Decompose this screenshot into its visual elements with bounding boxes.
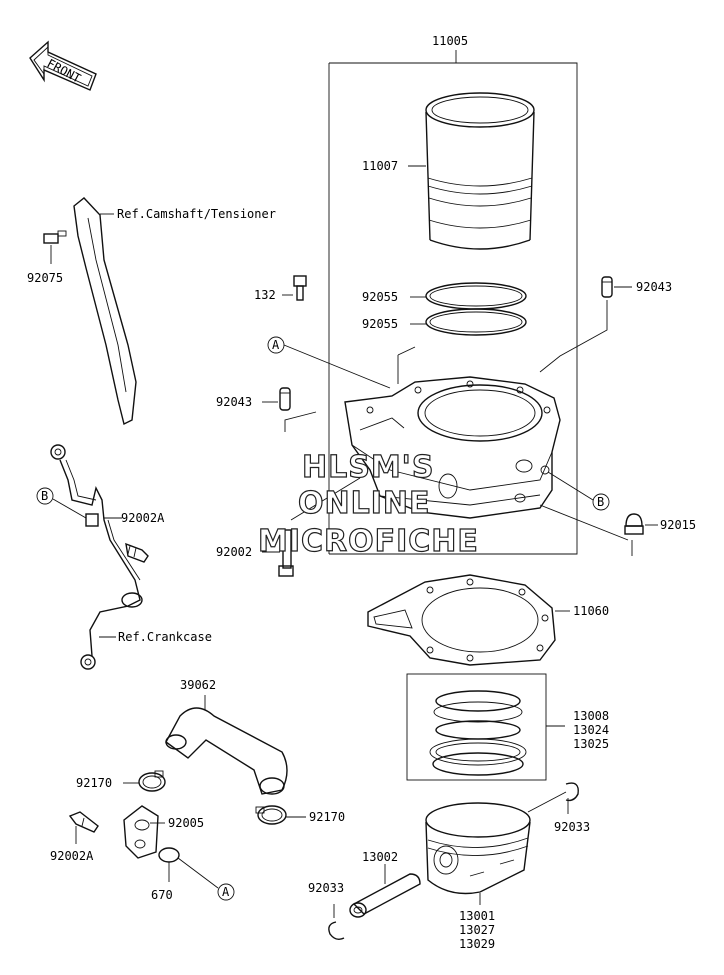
o-ring-92055-lower	[425, 308, 527, 336]
cylinder-block	[344, 346, 561, 519]
bolt-92002a-lower	[68, 811, 99, 833]
label-ref-crankcase[interactable]: Ref.Crankcase	[118, 630, 212, 644]
label-132[interactable]: 132	[254, 288, 276, 302]
label-92002[interactable]: 92002	[216, 545, 252, 559]
hose-clamp-92170-right	[255, 805, 287, 825]
callout-a-upper-text: A	[272, 338, 280, 352]
label-92015[interactable]: 92015	[660, 518, 696, 532]
circlip-92033-left	[328, 921, 345, 941]
callout-b-right-text: B	[597, 495, 604, 509]
cap-nut-92015	[624, 513, 644, 535]
label-92033-right[interactable]: 92033	[554, 820, 590, 834]
label-13027[interactable]: 13027	[459, 923, 495, 937]
label-92043-right[interactable]: 92043	[636, 280, 672, 294]
oil-hose-39062	[165, 707, 288, 795]
label-92055-upper[interactable]: 92055	[362, 290, 398, 304]
bolt-132	[293, 275, 307, 301]
clip-92075	[43, 230, 67, 244]
hose-fitting-92005	[123, 805, 159, 859]
front-arrow-icon	[29, 40, 97, 91]
label-92043-left[interactable]: 92043	[216, 395, 252, 409]
callout-a-lower-text: A	[222, 885, 230, 899]
banjo-bolt-92002a-upper	[125, 542, 149, 563]
callout-a-lower	[217, 883, 235, 901]
callout-b-left	[36, 487, 54, 505]
label-92055-lower[interactable]: 92055	[362, 317, 398, 331]
oil-pipe	[50, 444, 143, 670]
circlip-92033-right	[565, 782, 579, 802]
dowel-pin-92043-left	[279, 387, 291, 411]
head-gasket-11060	[367, 574, 556, 666]
label-92075[interactable]: 92075	[27, 271, 63, 285]
label-11060[interactable]: 11060	[573, 604, 609, 618]
label-92033-left[interactable]: 92033	[308, 881, 344, 895]
watermark-line-1: HLSM'S	[302, 450, 434, 485]
label-13025[interactable]: 13025	[573, 737, 609, 751]
label-ref-camshaft[interactable]: Ref.Camshaft/Tensioner	[117, 207, 276, 221]
label-13024[interactable]: 13024	[573, 723, 609, 737]
callout-b-left-text: B	[41, 489, 48, 503]
label-13002[interactable]: 13002	[362, 850, 398, 864]
watermark-line-3: MICROFICHE	[258, 524, 479, 559]
piston-pin-13002	[349, 873, 421, 918]
cylinder-sleeve-11007	[425, 92, 535, 250]
dowel-pin-92043-right	[601, 276, 613, 298]
stud-bolt-92002	[278, 529, 294, 577]
label-39062[interactable]: 39062	[180, 678, 216, 692]
piston-ring-set-box	[406, 673, 547, 781]
label-13029[interactable]: 13029	[459, 937, 495, 951]
label-92002a-lower[interactable]: 92002A	[50, 849, 94, 863]
o-ring-92055-upper	[425, 282, 527, 310]
piston-rings	[429, 690, 527, 776]
label-92170-left[interactable]: 92170	[76, 776, 112, 790]
label-13001[interactable]: 13001	[459, 909, 495, 923]
label-92005[interactable]: 92005	[168, 816, 204, 830]
callout-b-right	[592, 493, 610, 511]
front-label: FRONT	[45, 56, 83, 85]
label-92002a-upper[interactable]: 92002A	[121, 511, 165, 525]
label-92170-right[interactable]: 92170	[309, 810, 345, 824]
label-11007[interactable]: 11007	[362, 159, 398, 173]
chain-guide	[73, 197, 137, 426]
label-670[interactable]: 670	[151, 888, 173, 902]
cylinder-assembly-bracket	[328, 50, 578, 555]
hose-clamp-92170-left	[138, 770, 166, 792]
watermark-line-2: ONLINE	[298, 486, 431, 521]
label-11005[interactable]: 11005	[432, 34, 468, 48]
o-ring-670	[158, 847, 180, 863]
piston-13001	[425, 802, 531, 895]
label-13008[interactable]: 13008	[573, 709, 609, 723]
